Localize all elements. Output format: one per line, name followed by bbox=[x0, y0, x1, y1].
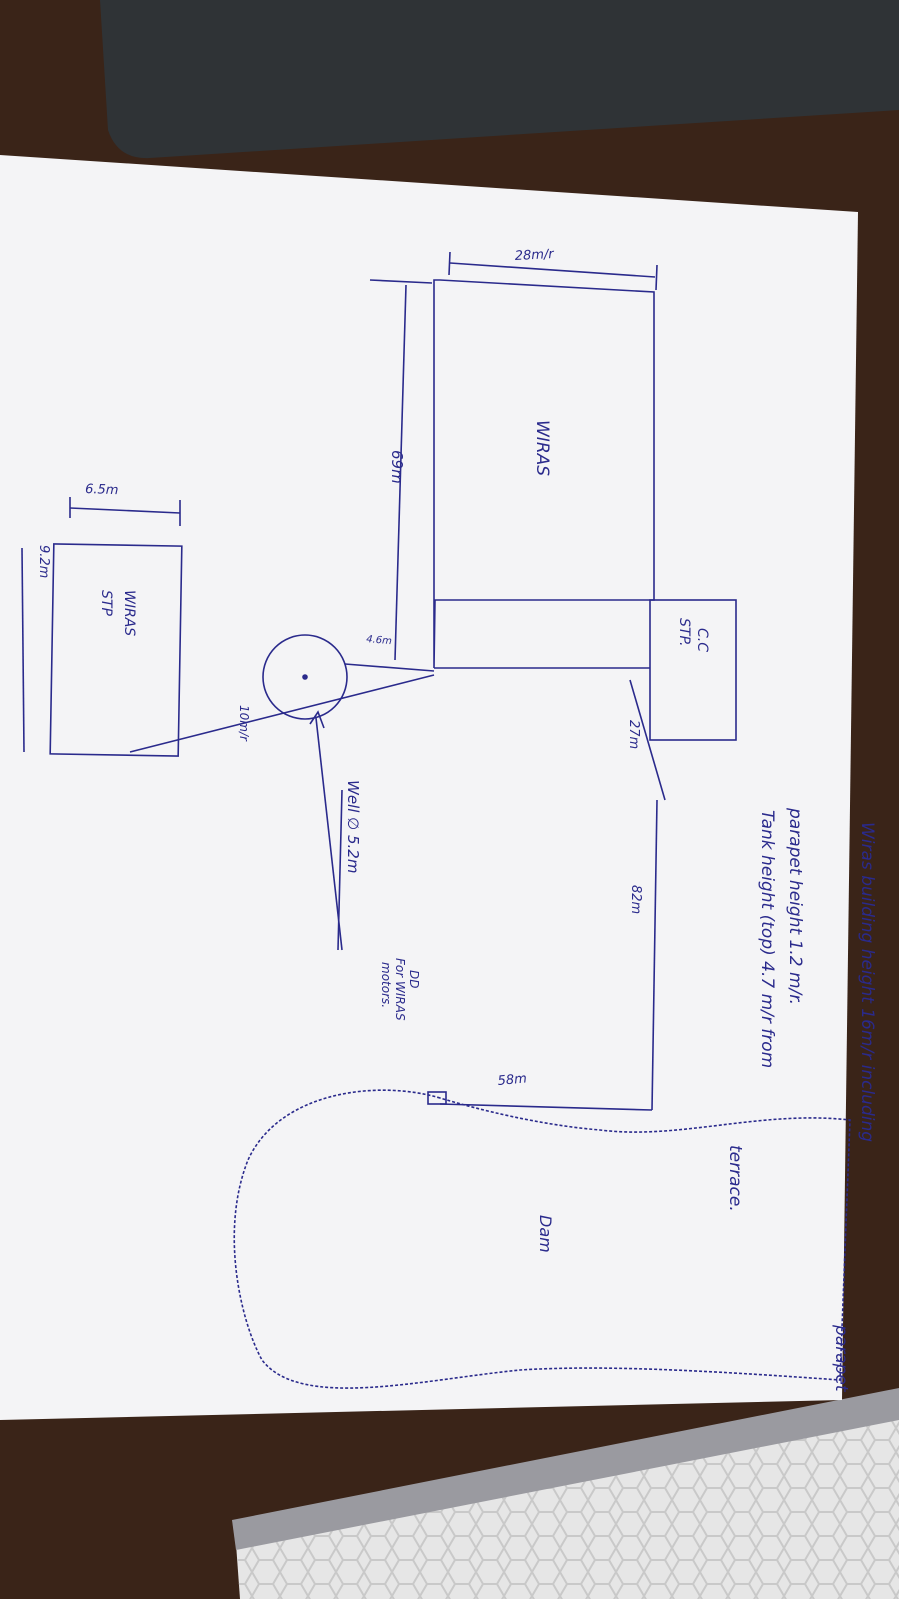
road-82m bbox=[651, 799, 658, 1111]
paper-sheet bbox=[0, 155, 858, 1420]
dd-box bbox=[427, 1091, 447, 1105]
well-pointer-head bbox=[309, 710, 325, 729]
note-building-height: Wiras building height 16m/r including bbox=[857, 822, 877, 1142]
well-center bbox=[302, 674, 308, 680]
building-outline bbox=[433, 279, 655, 669]
note-tank-height: Tank height (top) 4.7 m/r from bbox=[757, 810, 777, 1068]
dim-10m-line bbox=[129, 674, 435, 753]
labels: WIRAS C.C STP. WIRAS STP Dam Well ∅ 5.2m… bbox=[36, 247, 877, 1393]
cc-sub-label: STP. bbox=[676, 618, 692, 646]
stp-sub-label: STP bbox=[98, 590, 114, 616]
well-pointer bbox=[315, 717, 343, 951]
dim-58m-label: 58m bbox=[497, 1071, 527, 1088]
cc-stp-box bbox=[649, 599, 737, 741]
note-tank-height-2: terrace. bbox=[725, 1145, 745, 1212]
well-underline bbox=[337, 789, 343, 951]
cc-label: C.C bbox=[694, 628, 710, 652]
dd-label-2: For WIRAS bbox=[393, 958, 407, 1021]
dim-10m-label: 10m/r bbox=[237, 705, 251, 742]
dim-6-5m-line bbox=[69, 507, 181, 514]
dd-label-3: motors. bbox=[379, 962, 393, 1008]
well-circle bbox=[262, 634, 348, 720]
dim-9-2m-line bbox=[21, 547, 25, 753]
note-parapet-height: parapet height 1.2 m/r. bbox=[785, 807, 805, 1005]
dim-28m-label: 28m/r bbox=[514, 247, 555, 264]
dim-4-6m-label: 4.6m bbox=[366, 634, 393, 647]
well-label: Well ∅ 5.2m bbox=[344, 780, 362, 873]
dim-4-6m-line bbox=[344, 663, 435, 672]
dim-69m-line bbox=[394, 284, 407, 661]
dim-9-2m-label: 9.2m bbox=[36, 545, 51, 578]
note-building-height-2: parapet bbox=[831, 1324, 851, 1393]
wiras-stp-box bbox=[49, 543, 183, 757]
dim-27m-label: 27m bbox=[626, 720, 641, 749]
building-label: WIRAS bbox=[532, 420, 552, 476]
dim-6-5m-label: 6.5m bbox=[85, 482, 119, 498]
dim-69m-label: 69m bbox=[388, 450, 406, 484]
dam-label: Dam bbox=[536, 1215, 555, 1253]
dim-82m-label: 82m bbox=[628, 885, 643, 914]
dim-69m-tick-top bbox=[369, 279, 433, 284]
road-58m bbox=[439, 1103, 653, 1111]
sketch bbox=[21, 251, 851, 1389]
stp-label: WIRAS bbox=[121, 590, 137, 636]
laptop bbox=[100, 0, 899, 159]
dam-outline bbox=[233, 1089, 851, 1389]
dim-28m-line bbox=[449, 262, 656, 278]
dd-label: DD bbox=[407, 970, 421, 988]
dim-28m-tick-right bbox=[655, 264, 658, 291]
dim-28m-tick-left bbox=[448, 251, 451, 276]
hex-mat-edge bbox=[232, 1388, 899, 1550]
road-27m bbox=[629, 679, 666, 801]
